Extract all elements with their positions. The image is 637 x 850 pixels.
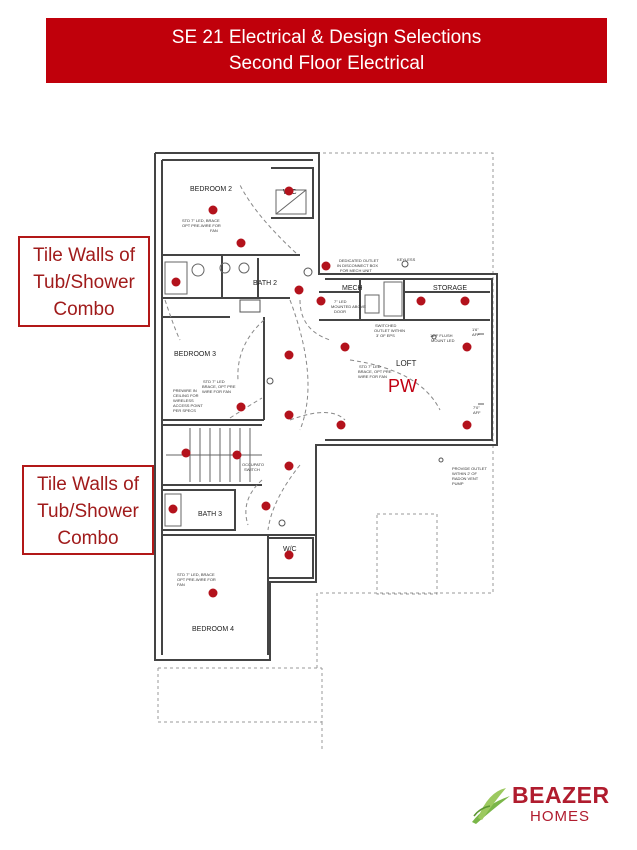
page-title: SE 21 Electrical & Design Selections [171, 27, 482, 48]
note-text: WIRE FOR FAN [358, 374, 387, 379]
callout-line: Tile Walls of [36, 474, 140, 495]
note-text: IN DISCONNECT BOX [337, 263, 378, 268]
room-label-mech: MECH [342, 285, 363, 292]
room-label-pw: PW [388, 376, 417, 396]
note-text: RADON VENT [452, 476, 479, 481]
ceiling-light-icon [316, 296, 326, 306]
note-text: AFF [473, 410, 481, 415]
note-text: FAN [210, 228, 218, 233]
note-text: PREWIRE IN [173, 388, 197, 393]
note-text: PER SPECS [173, 408, 196, 413]
note-text: OPT PRE-WIRE FOR [182, 223, 221, 228]
ceiling-light-icon [208, 588, 218, 598]
callout-line: Combo [57, 528, 119, 549]
ceiling-light-icon [460, 296, 470, 306]
ceiling-light-icon [236, 402, 246, 412]
ceiling-light-icon [261, 501, 271, 511]
ceiling-light-icon [416, 296, 426, 306]
note-text: SWITCHED [375, 323, 396, 328]
ceiling-light-icon [284, 186, 294, 196]
ceiling-light-icon [340, 342, 350, 352]
note-text: 16"F FLUSH [430, 333, 453, 338]
note-text: CEILING FOR [173, 393, 199, 398]
note-text: WIRELESS [173, 398, 194, 403]
ceiling-light-icon [168, 504, 178, 514]
ceiling-light-icon [284, 410, 294, 420]
note-text: 7" LED [334, 299, 347, 304]
fixture-layer [168, 186, 472, 598]
ceiling-light-icon [462, 420, 472, 430]
callout-line: Tile Walls of [32, 245, 136, 266]
note-text: OCCUPATO [242, 462, 264, 467]
room-label-storage: STORAGE [433, 285, 467, 292]
ceiling-light-icon [336, 420, 346, 430]
note-text: DEDICATED OUTLET [339, 258, 379, 263]
callout-tile-walls-top: Tile Walls of Tub/Shower Combo [18, 236, 150, 327]
note-text: STD 7" LED, BRACE [182, 218, 220, 223]
room-label-bedroom2: BEDROOM 2 [190, 186, 232, 193]
callout-line: Tub/Shower [37, 501, 139, 522]
room-label-bath2: BATH 2 [253, 280, 277, 287]
ceiling-light-icon [284, 350, 294, 360]
ceiling-light-icon [171, 277, 181, 287]
note-text: BRACE, OPT PRE [358, 369, 392, 374]
callout-line: Tub/Shower [33, 272, 135, 293]
note-text: 3' OF EPS [376, 333, 395, 338]
note-text: STD 7" LED [203, 379, 225, 384]
note-text: OUTLET WITHIN [374, 328, 405, 333]
ceiling-light-icon [462, 342, 472, 352]
ceiling-light-icon [208, 205, 218, 215]
beazer-logo: BEAZER HOMES [470, 780, 615, 830]
note-text: SWITCH [244, 467, 260, 472]
note-text: BRACE, OPT PRE [202, 384, 236, 389]
logo-sub: HOMES [530, 808, 591, 825]
note-text: WIRE FOR FAN [202, 389, 231, 394]
page-subtitle: Second Floor Electrical [228, 53, 425, 74]
logo-brand: BEAZER [512, 782, 610, 808]
room-label-bedroom3: BEDROOM 3 [174, 351, 216, 358]
room-label-bath3: BATH 3 [198, 511, 222, 518]
ceiling-light-icon [294, 285, 304, 295]
note-text: MOUNTED ABOVE [331, 304, 366, 309]
ceiling-light-icon [181, 448, 191, 458]
note-text: ACCESS POINT [173, 403, 203, 408]
room-label-bedroom4: BEDROOM 4 [192, 626, 234, 633]
note-text: AFF [472, 332, 480, 337]
ceiling-light-icon [284, 461, 294, 471]
note-text: 7'0" [473, 405, 480, 410]
note-text: FOR MECH UNIT [340, 268, 372, 273]
room-label-wic-bottom: W/C [283, 546, 297, 553]
note-text: DOOR [334, 309, 346, 314]
note-text: PUMP [452, 481, 464, 486]
room-label-loft: LOFT [396, 359, 417, 368]
title-banner: SE 21 Electrical & Design Selections Sec… [46, 18, 607, 83]
ceiling-light-icon [232, 450, 242, 460]
note-text: WITHIN 2' OF [452, 471, 478, 476]
note-text: 1'6" [472, 327, 479, 332]
note-text: STD 7" LED [359, 364, 381, 369]
note-text: MOUNT LED [431, 338, 455, 343]
callout-tile-walls-bottom: Tile Walls of Tub/Shower Combo [22, 465, 154, 555]
note-text: PROVIDE OUTLET [452, 466, 487, 471]
callout-line: Combo [53, 299, 115, 320]
note-text: STD 7" LED, BRACE [177, 572, 215, 577]
ceiling-light-icon [236, 238, 246, 248]
note-text: FAN [177, 582, 185, 587]
leaf-icon [472, 788, 510, 824]
ceiling-light-icon [321, 261, 331, 271]
note-text: OPT PRE-WIRE FOR [177, 577, 216, 582]
note-text: KEYLESS [397, 257, 416, 262]
ceiling-light-icon [284, 550, 294, 560]
